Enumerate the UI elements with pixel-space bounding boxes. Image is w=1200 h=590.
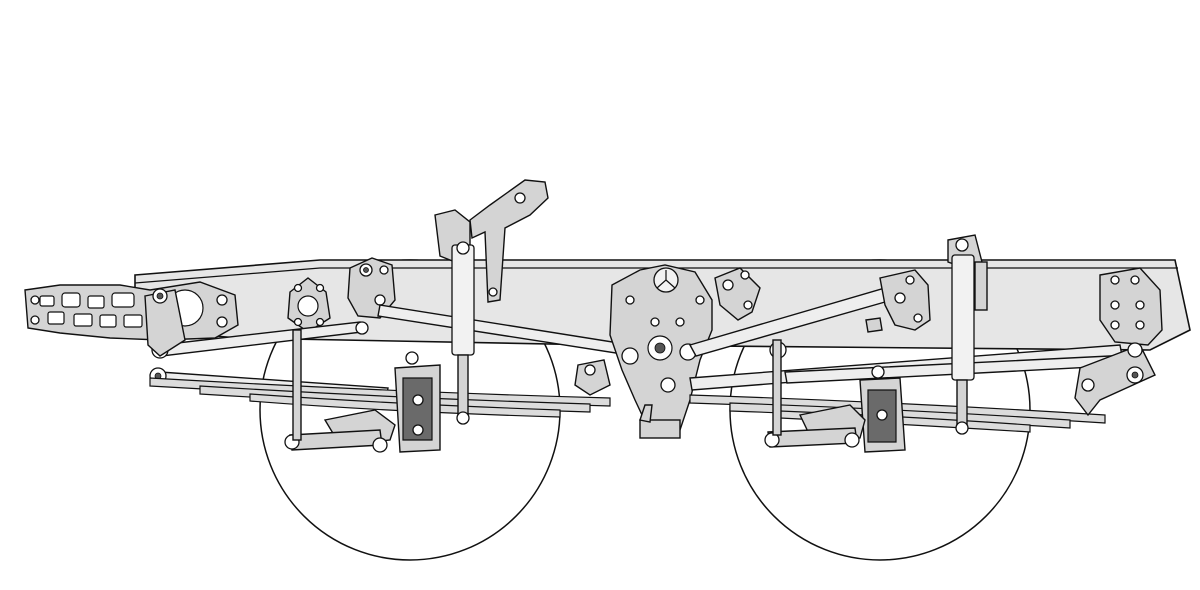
- rear-spring-hanger: [1074, 267, 1163, 417]
- center-trunnion-bracket: [574, 264, 713, 439]
- frame-clips: [639, 317, 883, 423]
- front-spring-hanger: [287, 277, 331, 333]
- rear-axle-assembly: [764, 339, 906, 453]
- rear-shock-absorber: [947, 234, 988, 435]
- front-upper-bracket: [469, 179, 549, 303]
- front-axle-assembly: [284, 351, 441, 453]
- front-leaf-spring: [149, 377, 611, 418]
- front-shock-absorber: [434, 209, 475, 425]
- front-pivot-arm: [144, 288, 186, 357]
- front-crossmember-bracket: [24, 281, 239, 341]
- rear-lower-torque-rods: [689, 344, 1133, 391]
- rear-rocker-bracket: [714, 267, 787, 359]
- front-vertical-link: [292, 329, 302, 441]
- rear-upper-torque-rod: [688, 269, 931, 357]
